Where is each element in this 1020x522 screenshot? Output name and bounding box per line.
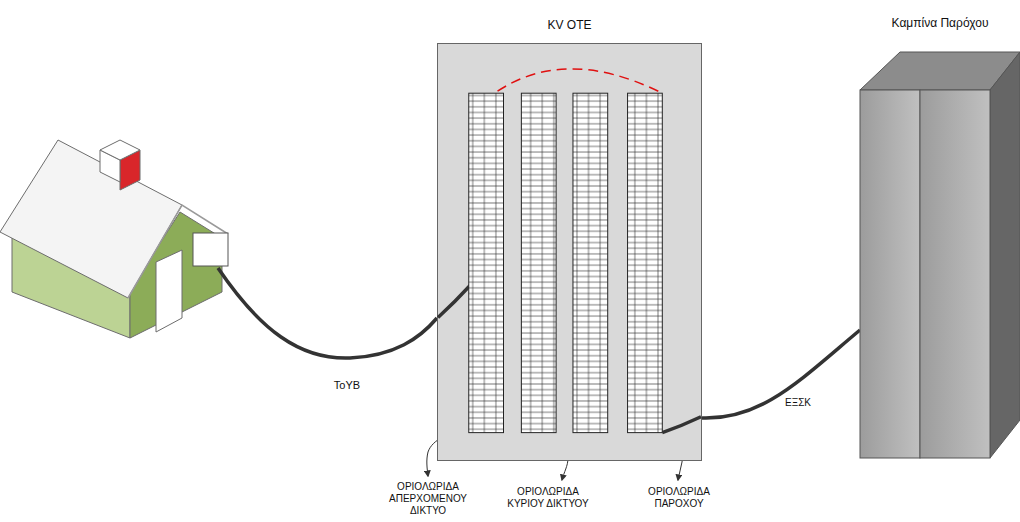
cabinet-door [860,90,920,458]
exsk-cable-start [662,417,701,433]
toyb-cable [218,268,437,358]
toyb-cable-end [438,285,471,318]
chimney-top [100,140,140,160]
cabinet-interior [438,44,701,460]
house [0,140,228,338]
house-roof [0,140,182,298]
roof-edge [128,205,228,298]
provider-cabinet-body [860,52,1020,458]
strip-label: ΟΡΙΟΛΩΡΙΔΑ ΑΠΕΡΧΟΜΕΝΟΥ ΔΙΚΤΥΟ [386,481,470,517]
distribution-cabinet: KV OTE [437,43,702,461]
terminal-strip [469,93,504,432]
cable-label: ΕΞΣΚ [783,397,813,409]
jumper-wire [498,69,659,91]
terminal-strip [628,93,663,432]
cabinet-door [920,90,990,458]
terminal-strip [573,93,608,432]
terminal-strip [521,93,556,432]
node-title: KV OTE [547,18,591,32]
node-title: Καμπίνα Παρόχου [892,16,989,30]
strip-label: ΟΡΙΟΛΩΡΙΔΑ ΠΑΡΟΧΟΥ [639,486,719,510]
strip-label: ΟΡΙΟΛΩΡΙΔΑ ΚΥΡΙΟΥ ΔΙΚΤΥΟΥ [498,486,598,510]
cable-label: ToYB [334,379,360,392]
wall-box [193,233,228,266]
cabinet-side [990,52,1020,458]
cable-connector [702,330,860,418]
provider-cabinet: Καμπίνα Παρόχου [860,52,1020,458]
house-door [156,250,182,332]
